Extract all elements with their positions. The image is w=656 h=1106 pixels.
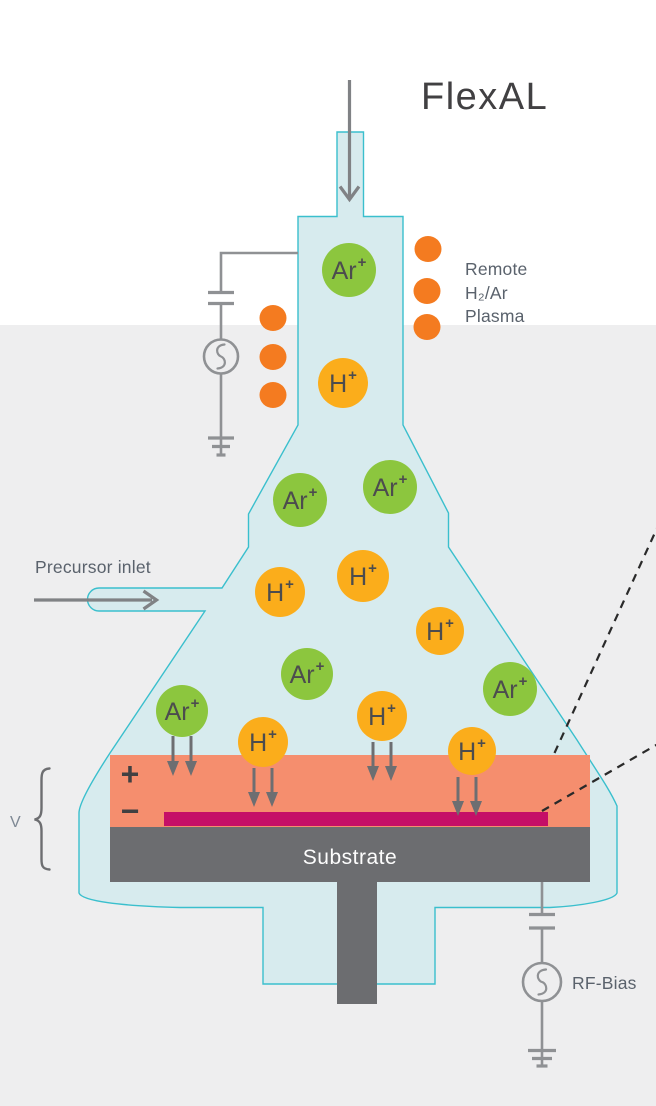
ion-ar: Ar+ (483, 662, 537, 716)
rf-bias-circuit (521, 882, 563, 1068)
ion-impact-arrow (167, 736, 179, 776)
ion-circle (156, 685, 208, 737)
ion-h: H+ (448, 727, 496, 775)
ion-symbol: H+ (426, 615, 454, 646)
wafer (164, 812, 548, 826)
remote-plasma-label-line1: Remote (465, 259, 527, 279)
ion-impact-arrow (248, 768, 260, 807)
ion-symbol: H+ (249, 726, 277, 757)
ion-circle (238, 717, 288, 767)
page-title: FlexAL (421, 76, 548, 118)
plasma-coil-dot (413, 314, 441, 340)
ion-ar: Ar+ (363, 460, 417, 514)
substrate-label: Substrate (303, 846, 397, 869)
ion-impact-arrow (367, 742, 379, 781)
rf-bias-label: RF-Bias (572, 973, 637, 993)
ion-circle (281, 648, 333, 700)
ion-symbol: Ar+ (493, 673, 528, 704)
ion-symbol: H+ (266, 576, 294, 607)
ion-h: H+ (357, 691, 407, 741)
ion-symbol: H+ (368, 700, 396, 731)
ion-ar: Ar+ (322, 243, 376, 297)
sheath-minus-sign: − (121, 793, 140, 829)
ion-circle (483, 662, 537, 716)
substrate-stem (337, 882, 377, 1004)
ions: Ar+H+Ar+Ar+H+H+H+Ar+Ar+Ar+H+H+H+ (156, 243, 537, 775)
plasma-coil-dot (259, 344, 287, 370)
ion-symbol: Ar+ (332, 254, 367, 285)
plasma-coil-dot (413, 278, 441, 304)
ion-ar: Ar+ (156, 685, 208, 737)
ion-symbol: Ar+ (283, 484, 318, 515)
sheath-plus-sign: + (121, 756, 140, 792)
ion-impact-arrow (385, 742, 397, 781)
ion-circle (273, 473, 327, 527)
ion-circle (318, 358, 368, 408)
ion-symbol: H+ (349, 560, 377, 591)
sine-wave-icon (216, 343, 226, 370)
precursor-inlet-arrow (34, 589, 160, 611)
substrate-table (110, 827, 590, 882)
ion-circle (357, 691, 407, 741)
ion-symbol: Ar+ (290, 658, 325, 689)
ion-circle (448, 727, 496, 775)
ion-h: H+ (337, 550, 389, 602)
callout-dashed-line (553, 527, 656, 754)
ion-impact-arrow (266, 768, 278, 807)
remote-plasma-label-line2: H₂/Ar (465, 283, 508, 303)
plasma-coil-dot (259, 382, 287, 408)
voltage-label: V (10, 814, 21, 831)
ion-impact-arrows (167, 736, 482, 816)
ion-circle (363, 460, 417, 514)
ion-circle (322, 243, 376, 297)
ion-impact-arrow (185, 736, 197, 776)
ion-ar: Ar+ (281, 648, 333, 700)
ion-impact-arrow (452, 777, 464, 816)
ion-h: H+ (255, 567, 305, 617)
ion-ar: Ar+ (273, 473, 327, 527)
voltage-brace (34, 767, 51, 871)
ion-symbol: Ar+ (373, 471, 408, 502)
precursor-inlet-label: Precursor inlet (35, 557, 151, 577)
plasma-source-circuit (202, 251, 298, 457)
ion-circle (337, 550, 389, 602)
plasma-coil-dot (259, 305, 287, 331)
ion-symbol: H+ (329, 367, 357, 398)
ion-h: H+ (416, 607, 464, 655)
ion-symbol: Ar+ (165, 695, 200, 726)
plasma-coil-dot (414, 236, 442, 262)
sine-wave-icon (536, 968, 548, 996)
ion-h: H+ (238, 717, 288, 767)
remote-plasma-coil (259, 236, 442, 408)
circuit-wire (219, 251, 298, 291)
callout-dashed-line (541, 743, 656, 812)
gas-inlet-arrow (338, 80, 361, 203)
ion-circle (255, 567, 305, 617)
ion-impact-arrow (470, 777, 482, 816)
ion-h: H+ (318, 358, 368, 408)
remote-plasma-label-line3: Plasma (465, 306, 525, 326)
ion-circle (416, 607, 464, 655)
ion-symbol: H+ (458, 735, 486, 766)
